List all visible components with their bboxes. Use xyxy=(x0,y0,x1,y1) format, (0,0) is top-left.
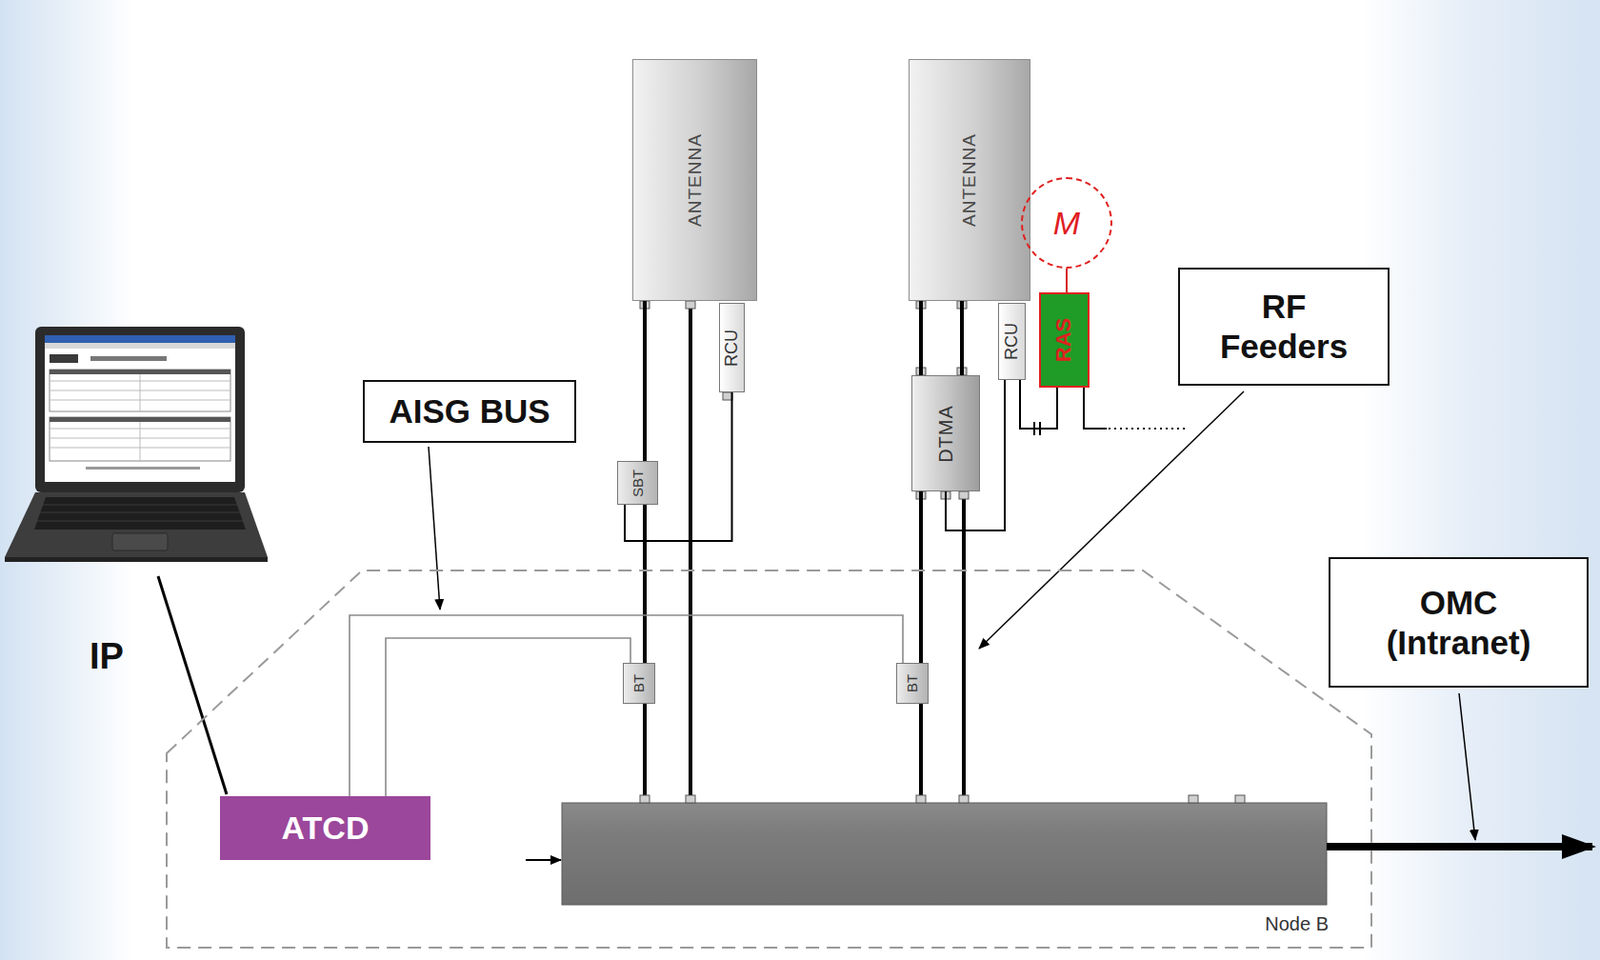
box-label: AISG BUS xyxy=(388,391,550,432)
rf-feeder xyxy=(642,300,647,461)
rf-feeder xyxy=(919,300,923,376)
antenna: ANTENNA xyxy=(632,59,758,301)
node-b-housing: Node B BT BT ATCD xyxy=(165,569,1373,949)
dtma-box: DTMA xyxy=(911,375,980,492)
box-label: DTMA xyxy=(934,404,957,463)
rcu-box: RCU xyxy=(719,302,745,393)
housing-outline xyxy=(166,570,1372,948)
sbt-box: SBT xyxy=(617,460,659,505)
atcd-box: ATCD xyxy=(220,796,431,860)
callout-box: AISG BUS xyxy=(362,380,577,443)
motor-link xyxy=(1065,268,1068,293)
housing-outline xyxy=(165,569,1373,949)
box-label: BT xyxy=(630,674,647,693)
box-label: SBT xyxy=(629,468,646,497)
callout-box: RF Feeders xyxy=(1178,267,1390,386)
link-label: IP xyxy=(89,636,124,678)
box-label: RCU xyxy=(1001,322,1022,360)
box-label: ANTENNA xyxy=(959,133,980,227)
bt-box: BT xyxy=(896,662,929,704)
box-label: RF Feeders xyxy=(1202,286,1365,367)
rcu-box: RCU xyxy=(998,302,1026,380)
aisg-bus xyxy=(349,615,903,797)
bt-box: BT xyxy=(622,662,656,704)
omc-link xyxy=(1326,842,1593,851)
laptop xyxy=(4,326,268,562)
base-station xyxy=(561,802,1327,905)
box-label: RAS xyxy=(1051,318,1077,362)
box-label: ANTENNA xyxy=(683,133,705,227)
omc-arrowhead xyxy=(1561,834,1597,860)
box-label: RCU xyxy=(721,329,742,367)
motor-circle: M xyxy=(1020,177,1113,269)
rf-feeder xyxy=(919,491,923,663)
callout-box: OMC (Intranet) xyxy=(1328,557,1589,688)
input-arrow xyxy=(525,859,561,861)
box-label: OMC (Intranet) xyxy=(1359,582,1560,663)
rf-feeder xyxy=(960,300,964,376)
box-label: M xyxy=(1053,204,1080,242)
rf-feeder xyxy=(642,504,647,663)
connector-port xyxy=(640,300,1245,803)
box-label: ATCD xyxy=(281,809,370,847)
aisg-bus xyxy=(385,638,631,797)
housing-label: Node B xyxy=(1264,913,1329,936)
antenna: ANTENNA xyxy=(908,59,1031,301)
box-label: BT xyxy=(903,674,920,693)
ip-link xyxy=(158,576,227,795)
ras-box: RAS xyxy=(1039,292,1090,388)
